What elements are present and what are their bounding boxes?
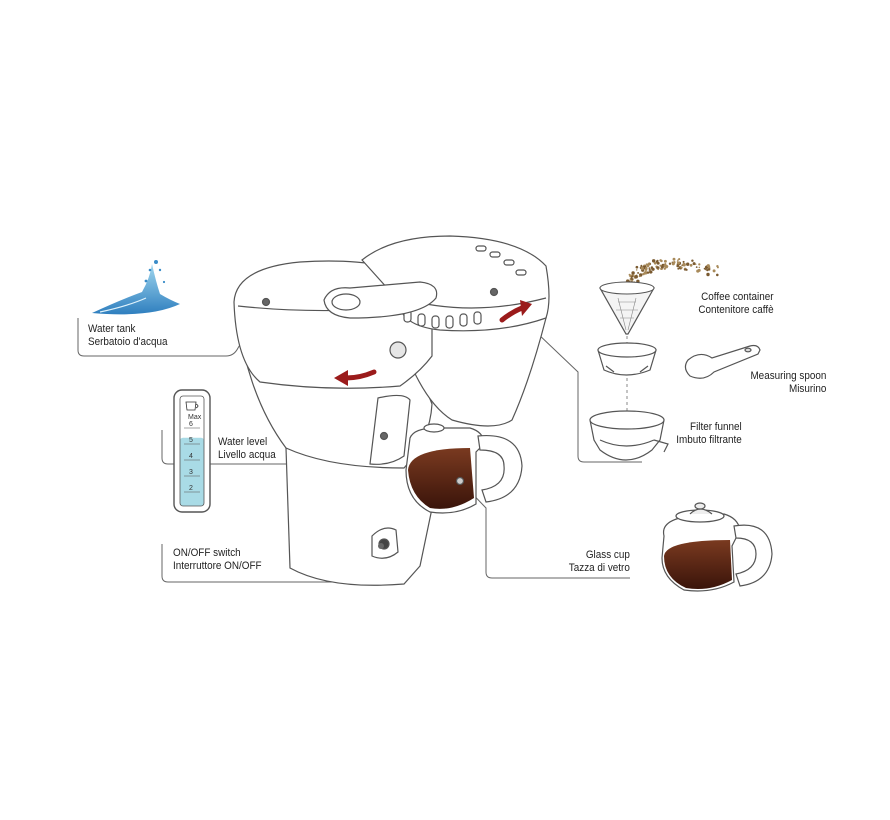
machine-carafe [405, 423, 523, 514]
water-level-scale: Max 6 5 4 3 2 [173, 389, 211, 513]
glass-carafe-icon [661, 502, 773, 592]
label-measuring-spoon-en: Measuring spoon [750, 370, 826, 382]
label-water-tank-it: Serbatoio d'acqua [88, 336, 168, 348]
label-filter-funnel-en: Filter funnel [690, 421, 742, 433]
filter-funnel-icon [589, 410, 669, 461]
label-coffee-container-en: Coffee container [701, 291, 774, 303]
measuring-spoon-icon [684, 344, 761, 379]
scale-max-label: Max [188, 414, 202, 421]
water-splash-icon [92, 260, 180, 315]
label-filter-funnel-it: Imbuto filtrante [676, 434, 742, 446]
label-glass-cup-en: Glass cup [585, 549, 630, 561]
rotation-arrow-left [343, 369, 377, 381]
label-on-off-switch: ON/OFF switch Interruttore ON/OFF [173, 547, 262, 573]
label-glass-cup: Glass cup Tazza di vetro [569, 549, 630, 575]
label-glass-cup-it: Tazza di vetro [568, 562, 630, 574]
scale-mark-label: 5 [189, 437, 193, 444]
scale-mark-label: 3 [189, 469, 193, 476]
water-level-fill [180, 437, 204, 506]
on-off-leader [161, 544, 382, 583]
water-window [369, 394, 411, 465]
label-coffee-container-it: Contenitore caffè [698, 304, 774, 316]
glass-cup-leader [459, 480, 630, 579]
scale-mark-label: 6 [189, 421, 193, 428]
label-water-level: Water level Livello acqua [218, 436, 276, 462]
rotation-arrow-right [499, 305, 525, 323]
coffee-maker [233, 235, 550, 586]
filter-ring [597, 342, 657, 376]
label-on-off-switch-en: ON/OFF switch [173, 547, 241, 559]
water-tank-leader [77, 301, 267, 357]
cup-icon [185, 401, 199, 411]
label-coffee-container: Coffee container Contenitore caffè [699, 291, 774, 317]
filter-funnel-leader [493, 291, 642, 463]
filter-cone [397, 317, 547, 427]
label-measuring-spoon: Measuring spoon Misurino [750, 370, 826, 396]
label-filter-funnel: Filter funnel Imbuto filtrante [677, 421, 742, 447]
water-level-leader [161, 430, 385, 465]
label-water-tank-en: Water tank [88, 323, 136, 335]
leader-lines [77, 291, 642, 583]
label-water-level-it: Livello acqua [218, 449, 276, 461]
scale-mark-label: 4 [189, 453, 193, 460]
rotation-arrows [343, 305, 525, 381]
label-on-off-switch-it: Interruttore ON/OFF [173, 560, 262, 572]
label-measuring-spoon-it: Misurino [788, 383, 826, 395]
scale-mark-label: 2 [189, 485, 193, 492]
label-water-tank: Water tank Serbatoio d'acqua [88, 323, 168, 349]
label-water-level-en: Water level [218, 436, 268, 448]
coffee-container [599, 257, 719, 335]
